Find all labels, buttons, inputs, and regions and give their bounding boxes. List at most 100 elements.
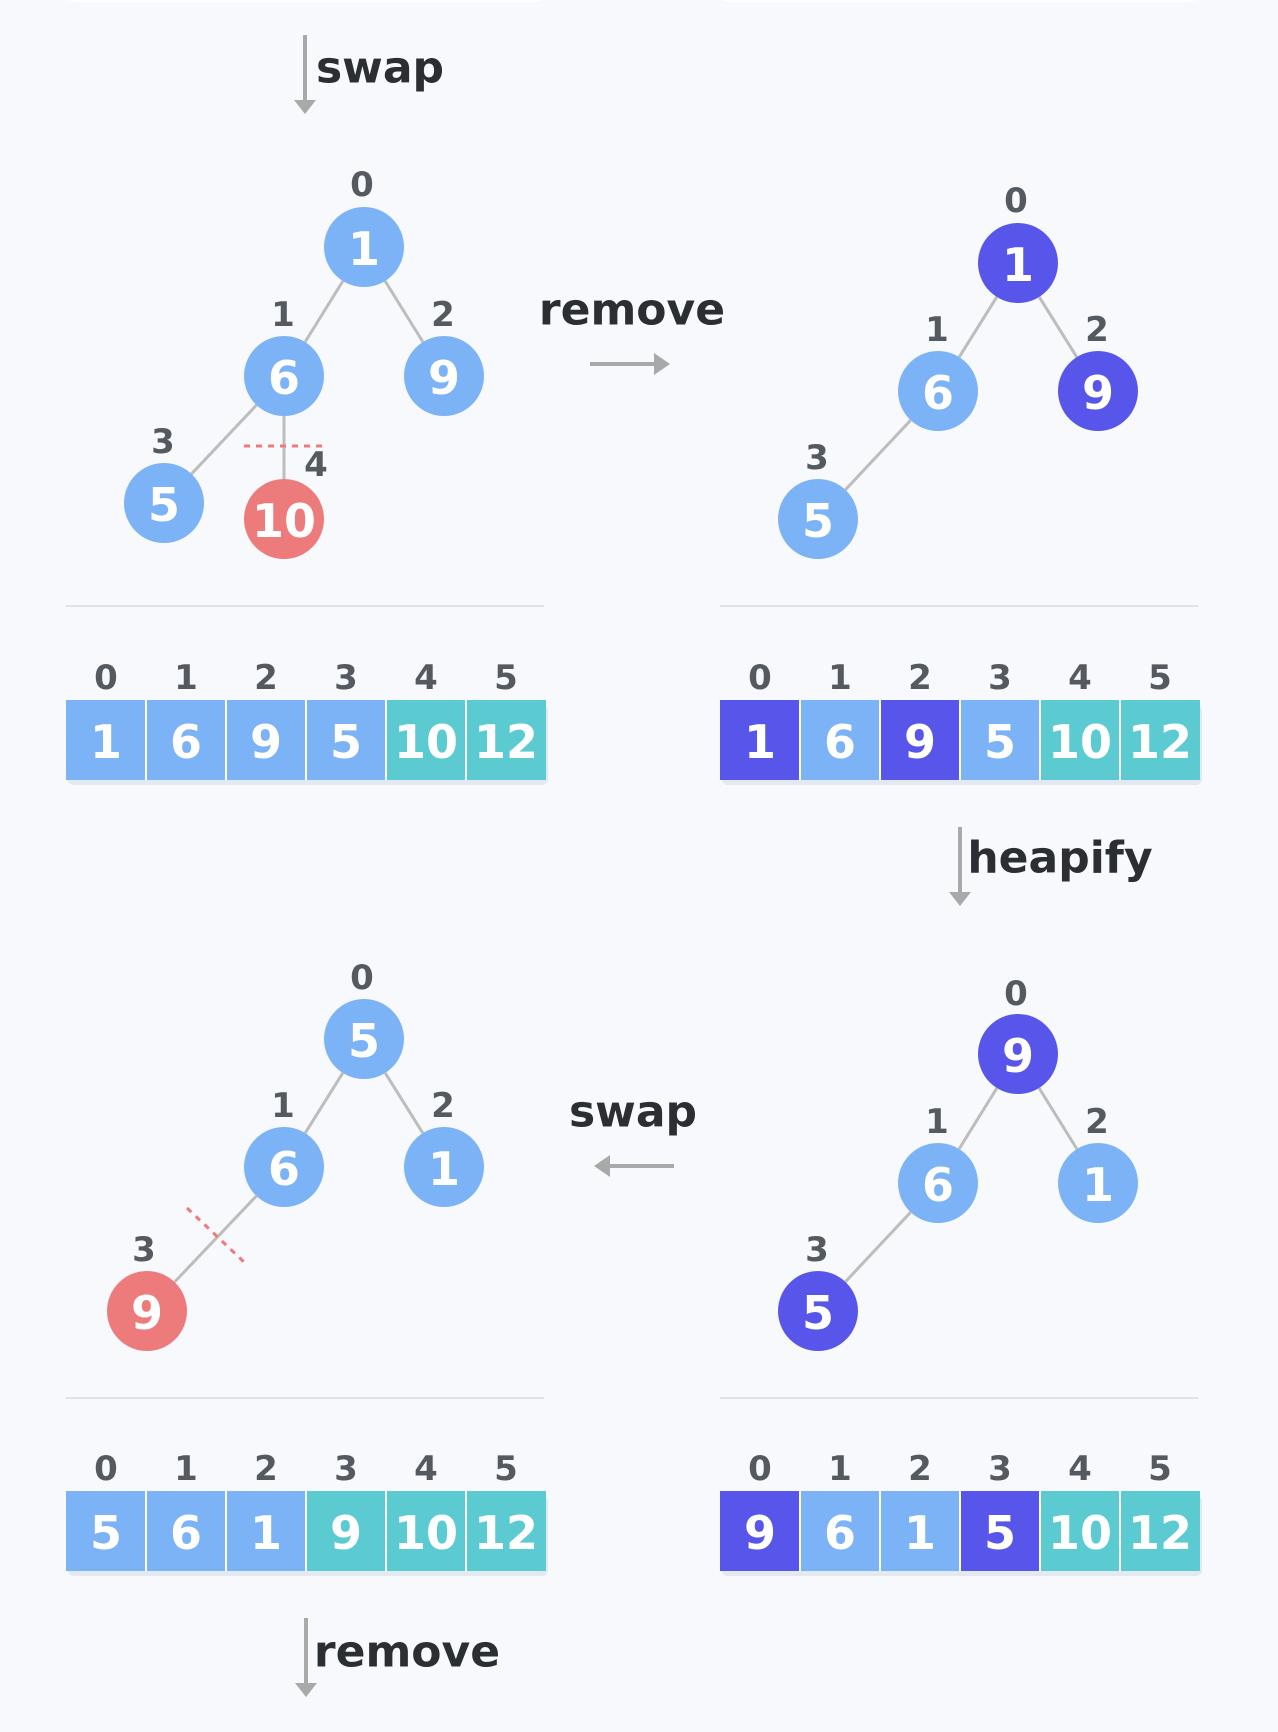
array-index: 3 xyxy=(988,1449,1012,1489)
tree-node-index: 3 xyxy=(805,438,829,478)
array-cell-value: 12 xyxy=(474,1506,538,1560)
array-index: 5 xyxy=(494,1449,518,1489)
tree-node-2-2 xyxy=(404,1127,484,1207)
tree-node-3-3 xyxy=(778,1271,858,1351)
array-cell-1-0 xyxy=(720,700,800,780)
step-label-swap: swap xyxy=(569,1087,697,1138)
tree-node-value: 6 xyxy=(268,351,300,405)
tree-node-value: 5 xyxy=(802,494,834,548)
tree-node-index: 0 xyxy=(1004,974,1028,1014)
tree-edge-0-1 xyxy=(383,280,425,343)
array-cell-value: 9 xyxy=(744,1506,776,1560)
array-cell-value: 10 xyxy=(394,715,458,769)
array-index: 4 xyxy=(1068,658,1092,698)
tree-node-0-2 xyxy=(404,336,484,416)
array-index: 0 xyxy=(748,1449,772,1489)
tree-node-index: 0 xyxy=(350,165,374,205)
tree-node-index: 1 xyxy=(925,1102,949,1142)
array-cell-3-2 xyxy=(880,1491,960,1571)
array-index: 2 xyxy=(254,658,278,698)
array-cell-2-4 xyxy=(386,1491,466,1571)
tree-node-value: 6 xyxy=(922,1158,954,1212)
tree-node-1-1 xyxy=(898,351,978,431)
tree-node-value: 6 xyxy=(268,1142,300,1196)
tree-edge-1-1 xyxy=(1037,296,1079,358)
array-cell-value: 10 xyxy=(394,1506,458,1560)
tree-node-value: 5 xyxy=(802,1286,834,1340)
array-cell-2-3 xyxy=(306,1491,386,1571)
array-cell-value: 12 xyxy=(474,715,538,769)
tree-edge-2-0 xyxy=(303,1072,345,1134)
array-cell-0-1 xyxy=(146,700,226,780)
array-cell-0-0 xyxy=(66,700,146,780)
panel-top-left xyxy=(68,0,542,2)
array-cell-value: 10 xyxy=(1048,1506,1112,1560)
array-cell-1-1 xyxy=(800,700,880,780)
array-cell-value: 1 xyxy=(744,715,776,769)
remove-cut-line-2-0 xyxy=(185,1206,246,1264)
array-index: 4 xyxy=(414,1449,438,1489)
array-index: 2 xyxy=(254,1449,278,1489)
array-index: 5 xyxy=(1148,1449,1172,1489)
array-cell-value: 6 xyxy=(824,715,856,769)
tree-node-index: 3 xyxy=(805,1230,829,1270)
array-cell-1-5 xyxy=(1120,700,1200,780)
tree-node-0-3 xyxy=(124,463,204,543)
tree-edge-1-2 xyxy=(844,419,912,491)
array-index: 2 xyxy=(908,658,932,698)
array-index: 1 xyxy=(174,658,198,698)
tree-node-value: 6 xyxy=(922,366,954,420)
array-cell-3-1 xyxy=(800,1491,880,1571)
tree-node-index: 2 xyxy=(431,295,455,335)
array-cell-value: 12 xyxy=(1128,715,1192,769)
tree-node-value: 10 xyxy=(252,494,316,548)
tree-node-value: 5 xyxy=(148,478,180,532)
step-label-swap: swap xyxy=(316,43,444,94)
tree-node-value: 9 xyxy=(428,351,460,405)
tree-node-value: 1 xyxy=(348,222,380,276)
array-index: 5 xyxy=(494,658,518,698)
array-index: 1 xyxy=(828,1449,852,1489)
array-cell-value: 6 xyxy=(170,1506,202,1560)
array-cell-value: 5 xyxy=(984,715,1016,769)
array-index: 3 xyxy=(334,1449,358,1489)
array-index: 1 xyxy=(174,1449,198,1489)
array-cell-value: 12 xyxy=(1128,1506,1192,1560)
array-cell-3-5 xyxy=(1120,1491,1200,1571)
tree-node-index: 2 xyxy=(1085,310,1109,350)
tree-node-0-4 xyxy=(244,479,324,559)
array-cell-3-4 xyxy=(1040,1491,1120,1571)
array-cell-value: 5 xyxy=(984,1506,1016,1560)
array-cell-value: 1 xyxy=(250,1506,282,1560)
array-cell-value: 5 xyxy=(330,715,362,769)
array-cell-0-3 xyxy=(306,700,386,780)
panel-top-right xyxy=(722,0,1196,2)
tree-node-value: 5 xyxy=(348,1014,380,1068)
array-cell-0-2 xyxy=(226,700,306,780)
step-1-arrow-head xyxy=(654,353,670,375)
tree-node-1-2 xyxy=(1058,351,1138,431)
tree-edge-3-0 xyxy=(957,1087,999,1150)
tree-edge-3-1 xyxy=(1037,1087,1079,1150)
tree-node-value: 9 xyxy=(131,1286,163,1340)
tree-edge-3-2 xyxy=(844,1211,912,1283)
tree-node-value: 1 xyxy=(428,1142,460,1196)
step-label-remove: remove xyxy=(539,285,725,336)
array-cell-value: 1 xyxy=(90,715,122,769)
array-cell-value: 10 xyxy=(1048,715,1112,769)
tree-node-value: 1 xyxy=(1082,1158,1114,1212)
tree-node-value: 9 xyxy=(1002,1029,1034,1083)
array-index: 2 xyxy=(908,1449,932,1489)
array-index: 5 xyxy=(1148,658,1172,698)
array-index: 3 xyxy=(988,658,1012,698)
tree-edge-2-2 xyxy=(173,1194,258,1284)
